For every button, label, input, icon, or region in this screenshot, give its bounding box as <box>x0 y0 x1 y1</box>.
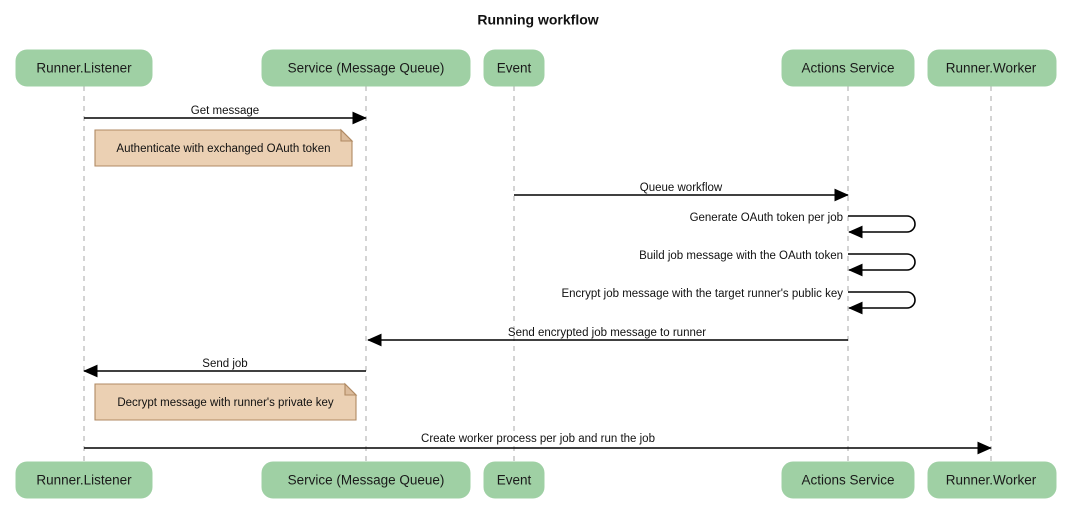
message-send-job: Send job <box>83 358 366 378</box>
self-loop-path <box>848 253 916 277</box>
message-label: Send encrypted job message to runner <box>508 327 706 339</box>
participant-label: Event <box>497 473 532 488</box>
message-queue-workflow: Queue workflow <box>514 182 849 202</box>
lifelines-layer <box>83 86 992 462</box>
note-authenticate-with-exchanged-oauth-token: Authenticate with exchanged OAuth token <box>94 128 354 167</box>
note-body <box>94 383 357 421</box>
participant-box <box>483 49 545 87</box>
participant-label: Runner.Worker <box>946 61 1037 76</box>
message-get-message: Get message <box>84 105 367 125</box>
note-label: Authenticate with exchanged OAuth token <box>116 143 330 155</box>
message-label: Queue workflow <box>640 182 723 194</box>
participant-top-event[interactable]: Event <box>483 49 545 87</box>
participant-box <box>261 461 471 499</box>
participant-bottom-runner-listener[interactable]: Runner.Listener <box>15 461 153 499</box>
participant-box <box>781 461 915 499</box>
participant-label: Runner.Listener <box>36 473 132 488</box>
participant-box <box>15 461 153 499</box>
message-label: Send job <box>202 358 247 370</box>
participant-label: Runner.Worker <box>946 473 1037 488</box>
participant-top-runner-listener[interactable]: Runner.Listener <box>15 49 153 87</box>
message-label: Generate OAuth token per job <box>690 212 843 224</box>
page-title: Running workflow <box>477 12 598 28</box>
self-loop-path <box>848 215 916 239</box>
participant-label: Event <box>497 61 532 76</box>
participant-box <box>483 461 545 499</box>
participant-top-runner-worker[interactable]: Runner.Worker <box>927 49 1057 87</box>
participant-bottom-runner-worker[interactable]: Runner.Worker <box>927 461 1057 499</box>
message-generate-oauth-token-per-job: Generate OAuth token per job <box>690 212 916 239</box>
note-fold-corner-icon <box>344 382 358 396</box>
participant-top-actions-service[interactable]: Actions Service <box>781 49 915 87</box>
participant-label: Actions Service <box>801 473 894 488</box>
note-label: Decrypt message with runner's private ke… <box>117 397 334 409</box>
participant-bottom-actions-service[interactable]: Actions Service <box>781 461 915 499</box>
message-create-worker-process-per-job-and-run-the-job: Create worker process per job and run th… <box>84 433 992 455</box>
message-send-encrypted-job-message-to-runner: Send encrypted job message to runner <box>367 327 848 347</box>
participant-top-service-mq[interactable]: Service (Message Queue) <box>261 49 471 87</box>
message-label: Get message <box>191 105 259 117</box>
note-body <box>94 129 353 167</box>
participant-label: Service (Message Queue) <box>288 61 445 76</box>
participant-label: Actions Service <box>801 61 894 76</box>
message-encrypt-job-message-with-the-target-runners-public-key: Encrypt job message with the target runn… <box>561 288 916 315</box>
participant-box <box>927 49 1057 87</box>
self-loop-path <box>848 291 916 315</box>
participant-bottom-service-mq[interactable]: Service (Message Queue) <box>261 461 471 499</box>
participant-box <box>15 49 153 87</box>
message-label: Encrypt job message with the target runn… <box>561 288 843 300</box>
note-decrypt-message-with-runners-private-key: Decrypt message with runner's private ke… <box>94 382 358 421</box>
note-fold-corner-icon <box>340 128 354 142</box>
notes-layer: Authenticate with exchanged OAuth tokenD… <box>94 128 358 421</box>
message-label: Create worker process per job and run th… <box>421 433 655 445</box>
message-build-job-message-with-the-oauth-token: Build job message with the OAuth token <box>639 250 916 277</box>
participant-label: Service (Message Queue) <box>288 473 445 488</box>
participant-box <box>261 49 471 87</box>
message-label: Build job message with the OAuth token <box>639 250 843 262</box>
participant-box <box>781 49 915 87</box>
participant-box <box>927 461 1057 499</box>
participant-label: Runner.Listener <box>36 61 132 76</box>
participant-bottom-event[interactable]: Event <box>483 461 545 499</box>
